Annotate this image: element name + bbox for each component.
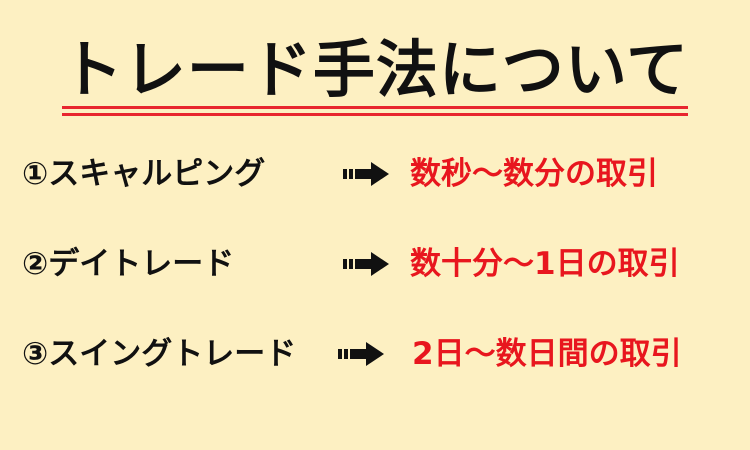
- list-item-scalping: ①スキャルピング 数秒〜数分の取引: [0, 144, 750, 204]
- item-label: ①スキャルピング: [22, 156, 266, 192]
- right-arrow-icon: [343, 162, 389, 186]
- right-arrow-icon: [338, 342, 384, 366]
- list-item-daytrade: ②デイトレード 数十分〜1日の取引: [0, 234, 750, 294]
- page-title: トレード手法について: [60, 33, 690, 106]
- item-result: 数十分〜1日の取引: [410, 246, 680, 282]
- item-label: ③スイングトレード: [22, 336, 297, 372]
- item-label: ②デイトレード: [22, 246, 235, 282]
- item-result: 2日〜数日間の取引: [412, 336, 682, 372]
- title-underline-bottom: [62, 113, 688, 116]
- list-item-swingtrade: ③スイングトレード 2日〜数日間の取引: [0, 324, 750, 384]
- title-underline-top: [62, 106, 688, 109]
- right-arrow-icon: [343, 252, 389, 276]
- item-result: 数秒〜数分の取引: [410, 156, 658, 192]
